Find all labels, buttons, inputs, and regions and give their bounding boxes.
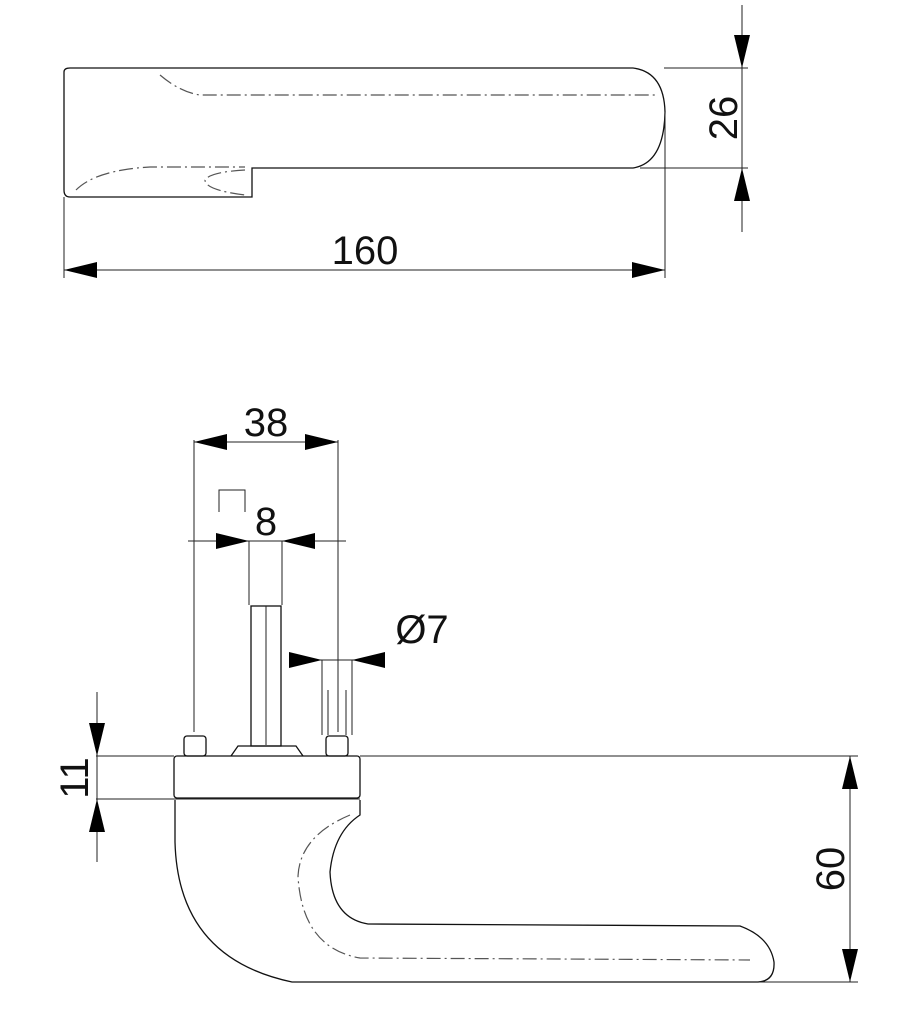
top-view-handle-outline [63,67,666,198]
rose-plate [173,755,361,799]
arrowhead [282,533,315,549]
arrowhead [842,756,858,789]
dim-60-label: 60 [809,847,853,892]
arrowhead [89,799,105,832]
rose-boss-left [183,735,207,757]
arrowhead [352,652,385,668]
rose-boss-right [325,735,349,757]
arrowhead [734,168,750,201]
arrowhead [842,949,858,982]
spindle-collar [230,745,304,757]
square-symbol [218,489,246,512]
dim-38-label: 38 [244,401,289,445]
arrowhead [64,262,97,278]
arrowhead [289,652,322,668]
dim-160-label: 160 [332,229,399,273]
dim-26-label: 26 [702,96,746,141]
side-view: 38 8 Ø7 11 [53,401,858,983]
dim-11-label: 11 [53,757,97,799]
top-view: 160 26 [63,5,750,278]
arrowhead [305,434,338,450]
lever-body [174,800,775,983]
dim-diameter-label: Ø7 [395,608,448,652]
arrowhead [734,35,750,68]
arrowhead [89,723,105,756]
arrowhead [216,533,249,549]
arrowhead [632,262,665,278]
arrowhead [194,434,227,450]
dim-8-label: 8 [255,500,277,544]
